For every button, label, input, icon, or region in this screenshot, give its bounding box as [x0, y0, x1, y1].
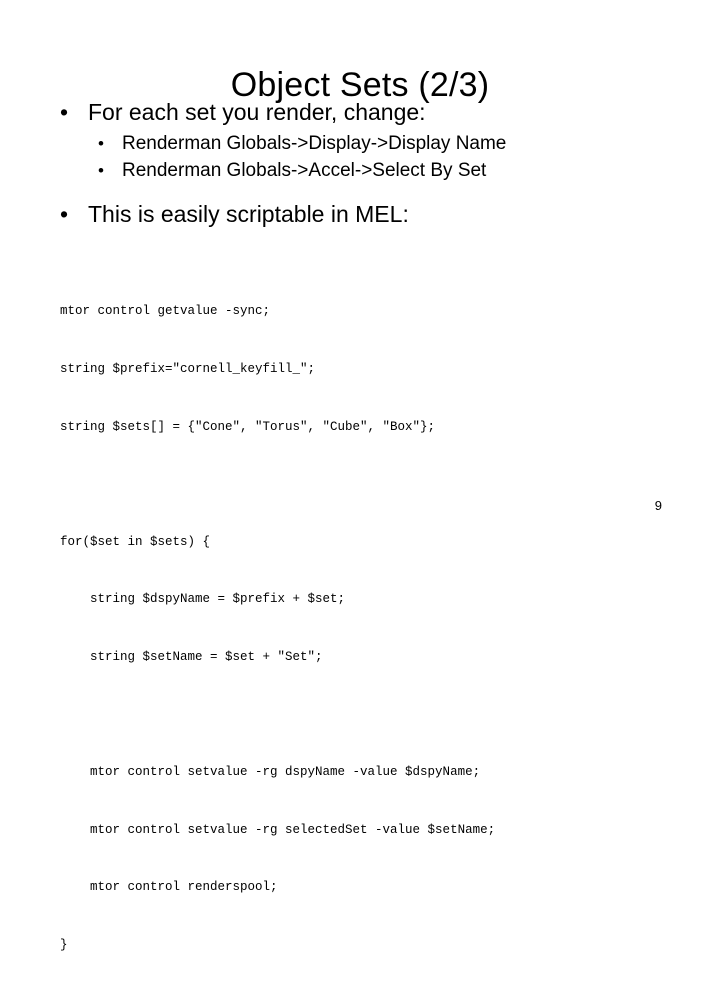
bullet-marker-icon: • [98, 161, 104, 180]
bullet-item-1: • For each set you render, change: [0, 96, 720, 128]
code-line: } [60, 938, 68, 953]
code-line: mtor control getvalue -sync; [60, 304, 271, 319]
code-line: string $dspyName = $prefix + $set; [60, 592, 346, 607]
code-line: string $prefix="cornell_keyfill_"; [60, 362, 316, 377]
code-line: mtor control renderspool; [60, 880, 278, 895]
code-line: string $setName = $set + "Set"; [60, 650, 323, 665]
code-line: mtor control setvalue -rg selectedSet -v… [60, 822, 496, 837]
code-line: mtor control setvalue -rg dspyName -valu… [60, 765, 481, 780]
code-block: mtor control getvalue -sync; string $pre… [60, 264, 680, 994]
slide-body: • For each set you render, change: • Ren… [0, 96, 720, 232]
bullet-item-2-label: Renderman Globals->Display->Display Name [122, 133, 507, 154]
page-number: 9 [654, 498, 662, 513]
bullet-marker-icon: • [60, 99, 69, 125]
bullet-item-3: • Renderman Globals->Accel->Select By Se… [0, 157, 720, 184]
code-line-blank [60, 475, 680, 494]
bullet-item-3-label: Renderman Globals->Accel->Select By Set [122, 160, 487, 181]
bullet-item-4-label: This is easily scriptable in MEL: [88, 201, 409, 227]
bullet-marker-icon: • [98, 134, 104, 153]
code-line: string $sets[] = {"Cone", "Torus", "Cube… [60, 419, 436, 434]
code-line: for($set in $sets) { [60, 534, 211, 549]
bullet-item-4: • This is easily scriptable in MEL: [0, 198, 720, 230]
bullet-item-1-label: For each set you render, change: [88, 99, 426, 125]
bullet-item-2: • Renderman Globals->Display->Display Na… [0, 130, 720, 157]
bullet-marker-icon: • [60, 201, 69, 227]
code-line-blank [60, 706, 680, 725]
slide: Object Sets (2/3) • For each set you ren… [0, 65, 720, 953]
page-title: Object Sets (2/3) [230, 65, 490, 104]
